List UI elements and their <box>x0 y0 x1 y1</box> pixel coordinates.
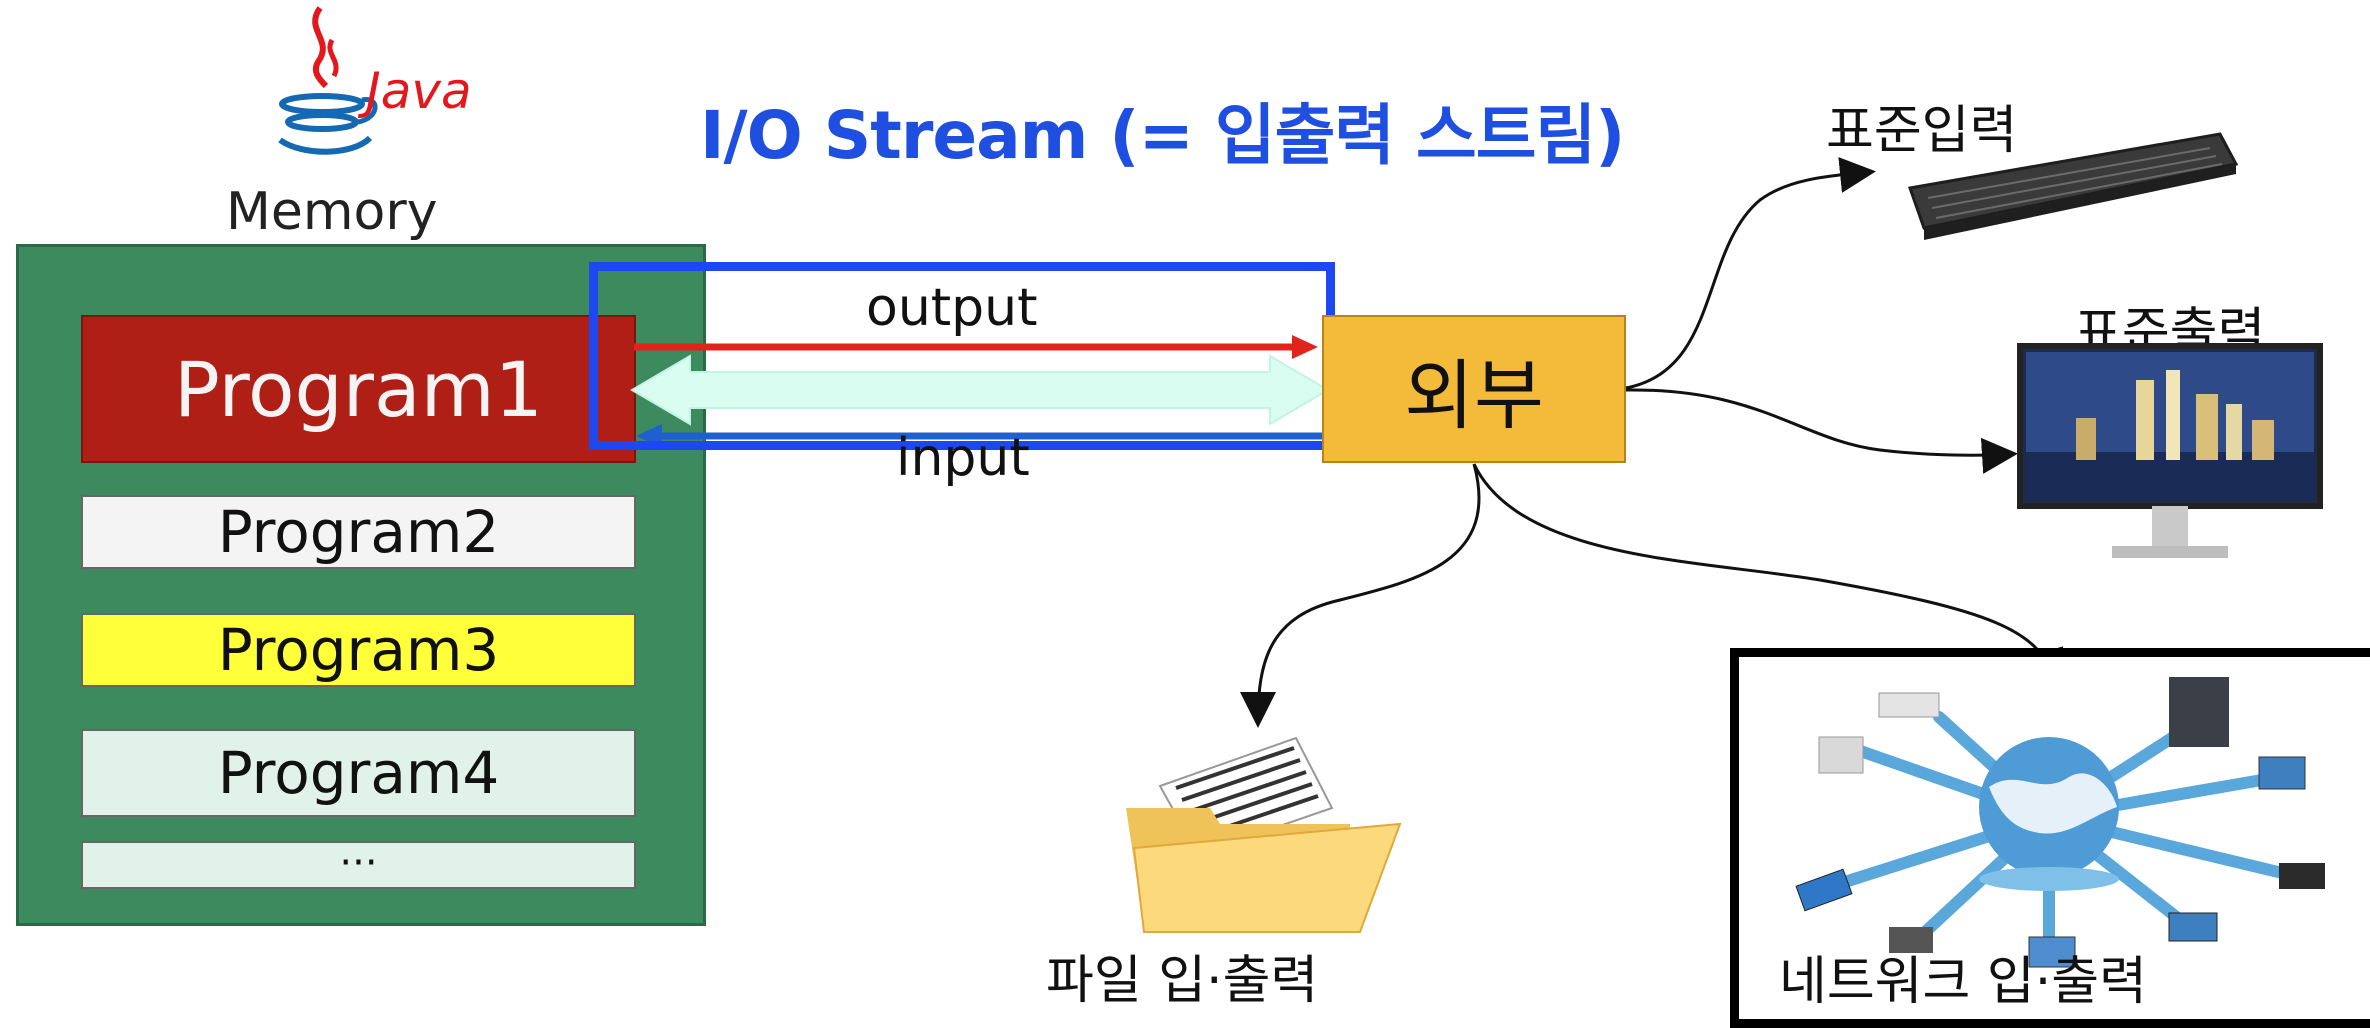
memory-label: Memory <box>226 182 438 242</box>
network-box: 네트워크 입·출력 <box>1730 648 2370 1028</box>
arrow-to-network <box>1472 463 2064 686</box>
monitor-icon <box>2016 340 2332 576</box>
arrow-to-std-out <box>1625 388 2018 474</box>
program1-block: Program1 <box>81 315 636 463</box>
program2-block: Program2 <box>81 495 636 569</box>
network-io-label: 네트워크 입·출력 <box>1779 952 2147 1012</box>
file-io-label: 파일 입·출력 <box>1046 951 1319 1011</box>
more-programs-ellipsis: ··· <box>81 841 636 889</box>
folder-icon <box>1120 728 1410 942</box>
java-logo-text: Java <box>357 62 472 120</box>
program4-block: Program4 <box>81 729 636 817</box>
external-box: 외부 <box>1322 315 1626 463</box>
arrow-to-std-in <box>1625 157 1876 390</box>
keyboard-icon <box>1880 118 2240 262</box>
std-in-label: 표준입력 <box>1826 101 2018 161</box>
stream-arrows <box>630 335 1330 448</box>
arrow-to-file <box>1240 463 1481 728</box>
output-arrow-head <box>1292 335 1318 359</box>
page-title: I/O Stream (= 입출력 스트림) <box>700 97 1625 174</box>
program3-block: Program3 <box>81 613 636 687</box>
network-globe-icon <box>1795 677 2325 968</box>
memory-box: Program1 Program2 Program3 Program4 ··· <box>16 244 706 926</box>
output-label: output <box>866 278 1038 338</box>
connector-arrows <box>1240 157 2064 728</box>
java-logo: Java <box>262 0 482 170</box>
input-label: input <box>896 428 1030 488</box>
